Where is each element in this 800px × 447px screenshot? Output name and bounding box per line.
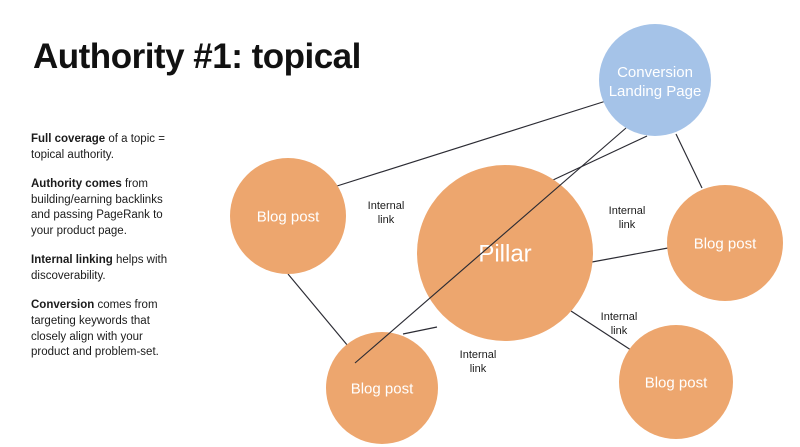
page-title: Authority #1: topical	[33, 37, 361, 76]
label-internal-link-1: Internal link	[368, 200, 405, 226]
edge-pillar-blogright	[591, 247, 669, 263]
edge-pillar-blogbottomright	[570, 310, 635, 353]
node-label-blog-left: Blog post	[257, 208, 320, 225]
node-label-pillar: Pillar	[478, 240, 531, 267]
note-lead: Conversion	[31, 298, 95, 311]
edge-pillar-blogbottomleft	[402, 326, 438, 335]
node-circle-blog-bottom-left[interactable]	[326, 332, 438, 444]
node-label2-conversion: Landing Page	[609, 83, 702, 100]
label-internal-link-2-line2: link	[619, 219, 636, 231]
note-body: helps with discoverability.	[31, 254, 168, 283]
label-internal-link-4-line2: link	[470, 363, 487, 375]
label-internal-link-1-line2: link	[378, 214, 395, 226]
note-paragraph: Authority comes from building/earning ba…	[31, 177, 181, 240]
edge-blogleft-conversion	[336, 100, 607, 187]
node-label-blog-bottom-left: Blog post	[351, 380, 414, 397]
node-circle-pillar[interactable]	[417, 165, 593, 341]
node-blog-bottom-right[interactable]: Blog post	[619, 325, 733, 439]
label-internal-link-4: Internal link	[460, 349, 497, 375]
label-internal-link-3: Internal link	[601, 311, 638, 337]
notes-list: Full coverage of a topic = topical autho…	[31, 132, 181, 374]
node-circle-blog-bottom-right[interactable]	[619, 325, 733, 439]
node-blog-left[interactable]: Blog post	[230, 158, 346, 274]
node-pillar[interactable]: Pillar	[417, 165, 593, 341]
edge-conversion-pillar2	[552, 135, 648, 181]
note-body: from building/earning backlinks and pass…	[31, 177, 163, 238]
node-label-conversion: Conversion	[617, 64, 693, 81]
edge-conversion-blogright	[675, 133, 703, 189]
note-paragraph: Internal linking helps with discoverabil…	[31, 253, 181, 285]
node-blog-bottom-left[interactable]: Blog post	[326, 332, 438, 444]
overlay-edges-layer	[354, 127, 627, 364]
node-blog-right[interactable]: Blog post	[667, 185, 783, 301]
note-lead: Internal linking	[31, 254, 113, 267]
label-internal-link-1-line1: Internal	[368, 200, 405, 212]
note-body: comes from targeting keywords that close…	[31, 298, 159, 359]
label-internal-link-2-line1: Internal	[609, 205, 646, 217]
node-circle-blog-right[interactable]	[667, 185, 783, 301]
label-internal-link-4-line1: Internal	[460, 349, 497, 361]
label-internal-link-3-line2: link	[611, 325, 628, 337]
note-body: of a topic = topical authority.	[31, 133, 165, 161]
label-internal-link-3-line1: Internal	[601, 311, 638, 323]
node-label-blog-bottom-right: Blog post	[645, 374, 708, 391]
note-paragraph: Conversion comes from targeting keywords…	[31, 298, 181, 361]
note-lead: Full coverage	[31, 133, 106, 145]
node-label-blog-right: Blog post	[694, 235, 757, 252]
node-circle-blog-left[interactable]	[230, 158, 346, 274]
note-paragraph: Full coverage of a topic = topical autho…	[31, 132, 181, 164]
edge-labels-layer: InternallinkInternallinkInternallinkInte…	[368, 200, 646, 375]
note-lead: Authority comes	[31, 177, 122, 190]
edge-conversion-pillar	[354, 127, 627, 364]
label-internal-link-2: Internal link	[609, 205, 646, 231]
node-circle-conversion[interactable]	[599, 24, 711, 136]
